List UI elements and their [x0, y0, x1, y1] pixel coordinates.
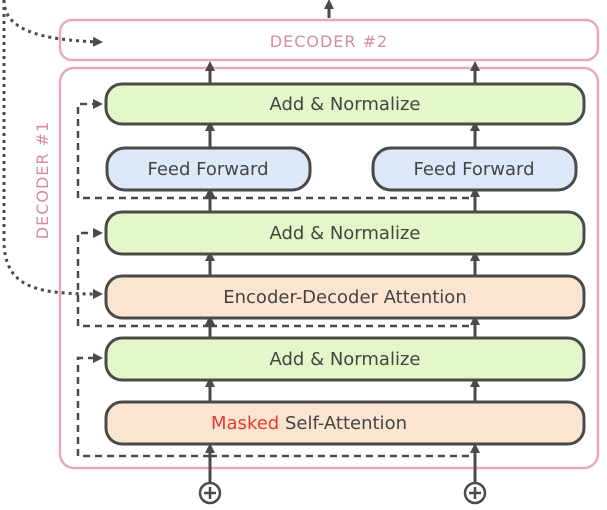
feed-forward-right-label: Feed Forward	[413, 159, 534, 180]
feed-forward-right-block	[371, 146, 578, 192]
add-normalize-top-label: Add & Normalize	[270, 94, 421, 115]
self-attention-word: Self-Attention	[279, 413, 407, 434]
add-normalize-bottom-label: Add & Normalize	[270, 349, 421, 370]
plus-circle-icon-right	[463, 481, 487, 505]
masked-word: Masked	[211, 413, 279, 434]
add-normalize-mid-block	[104, 210, 586, 256]
residual-top	[76, 99, 210, 200]
add-normalize-top-block	[104, 82, 586, 126]
masked-self-attention-block	[104, 400, 586, 446]
encoder-decoder-attention-block	[104, 274, 586, 320]
encoder-decoder-attention-label: Encoder-Decoder Attention	[223, 287, 466, 308]
residual-middle	[76, 228, 210, 328]
encoder-to-attention-arrow	[2, 0, 103, 299]
residual-bottom	[76, 353, 210, 458]
decoder-2-box	[58, 18, 600, 62]
add-normalize-mid-label: Add & Normalize	[270, 223, 421, 244]
add-normalize-bottom-block	[104, 336, 586, 382]
feed-forward-left-label: Feed Forward	[147, 159, 268, 180]
decoder-1-label: DECODER #1	[33, 121, 52, 239]
plus-circle-icon-left	[198, 481, 222, 505]
feed-forward-left-block	[105, 146, 312, 192]
decoder-2-label: DECODER #2	[270, 32, 388, 51]
masked-self-attention-label: Masked Self-Attention	[211, 413, 407, 434]
